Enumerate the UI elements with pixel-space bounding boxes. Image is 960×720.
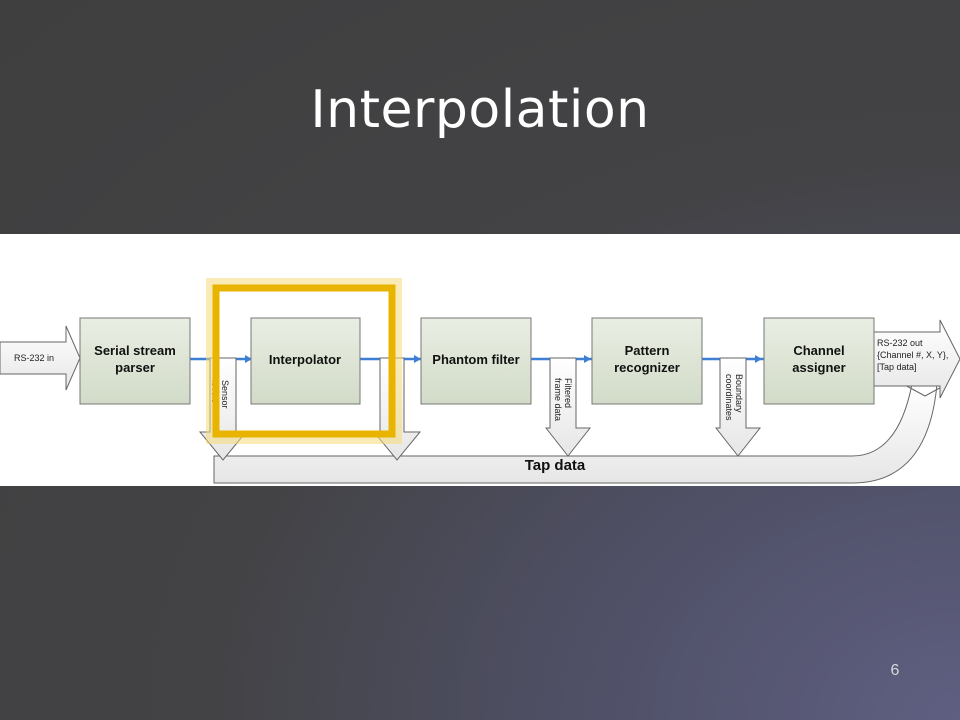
block-diagram: Tap data RS-232 in Sensor levels Filte	[0, 234, 960, 486]
svg-text:Interpolator: Interpolator	[269, 352, 341, 367]
block-channel-assigner: Channel assigner	[763, 317, 875, 405]
rs232-out-arrow: RS-232 out {Channel #, X, Y}, [Tap data]	[873, 319, 960, 399]
diagram-canvas: Tap data RS-232 in Sensor levels Filte	[0, 278, 960, 484]
boundary-coordinates-arrow: Boundary coordinates	[714, 357, 762, 457]
block-serial-stream-parser: Serial stream parser	[79, 317, 191, 405]
block-interpolator: Interpolator	[250, 317, 361, 405]
filtered-frame-arrow: Filtered frame data	[544, 357, 592, 457]
output-label: RS-232 out {Channel #, X, Y}, [Tap data]	[877, 338, 951, 372]
filtered-frame-label: Filtered frame data	[553, 378, 573, 421]
highlight-box	[212, 284, 396, 438]
block-pattern-recognizer: Pattern recognizer	[591, 317, 703, 405]
slide-number: 6	[890, 662, 900, 679]
boundary-coordinates-label: Boundary coordinates	[724, 374, 744, 421]
block-phantom-filter: Phantom filter	[420, 317, 532, 405]
svg-text:Pattern: Pattern	[625, 343, 670, 358]
rs232-in-arrow: RS-232 in	[0, 325, 81, 391]
slide-title: Interpolation	[310, 80, 650, 140]
flow-arrowhead	[245, 355, 252, 363]
highlight-glow	[206, 278, 402, 444]
flow-arrowhead	[755, 355, 762, 363]
svg-text:assigner: assigner	[792, 360, 845, 375]
svg-text:parser: parser	[115, 360, 155, 375]
svg-text:Phantom filter: Phantom filter	[432, 352, 519, 367]
svg-text:Serial stream: Serial stream	[94, 343, 176, 358]
svg-text:Channel: Channel	[793, 343, 844, 358]
input-label: RS-232 in	[14, 353, 54, 363]
tap-data-label: Tap data	[525, 457, 586, 474]
svg-text:recognizer: recognizer	[614, 360, 680, 375]
flow-arrowhead	[584, 355, 591, 363]
flow-arrowhead	[414, 355, 421, 363]
